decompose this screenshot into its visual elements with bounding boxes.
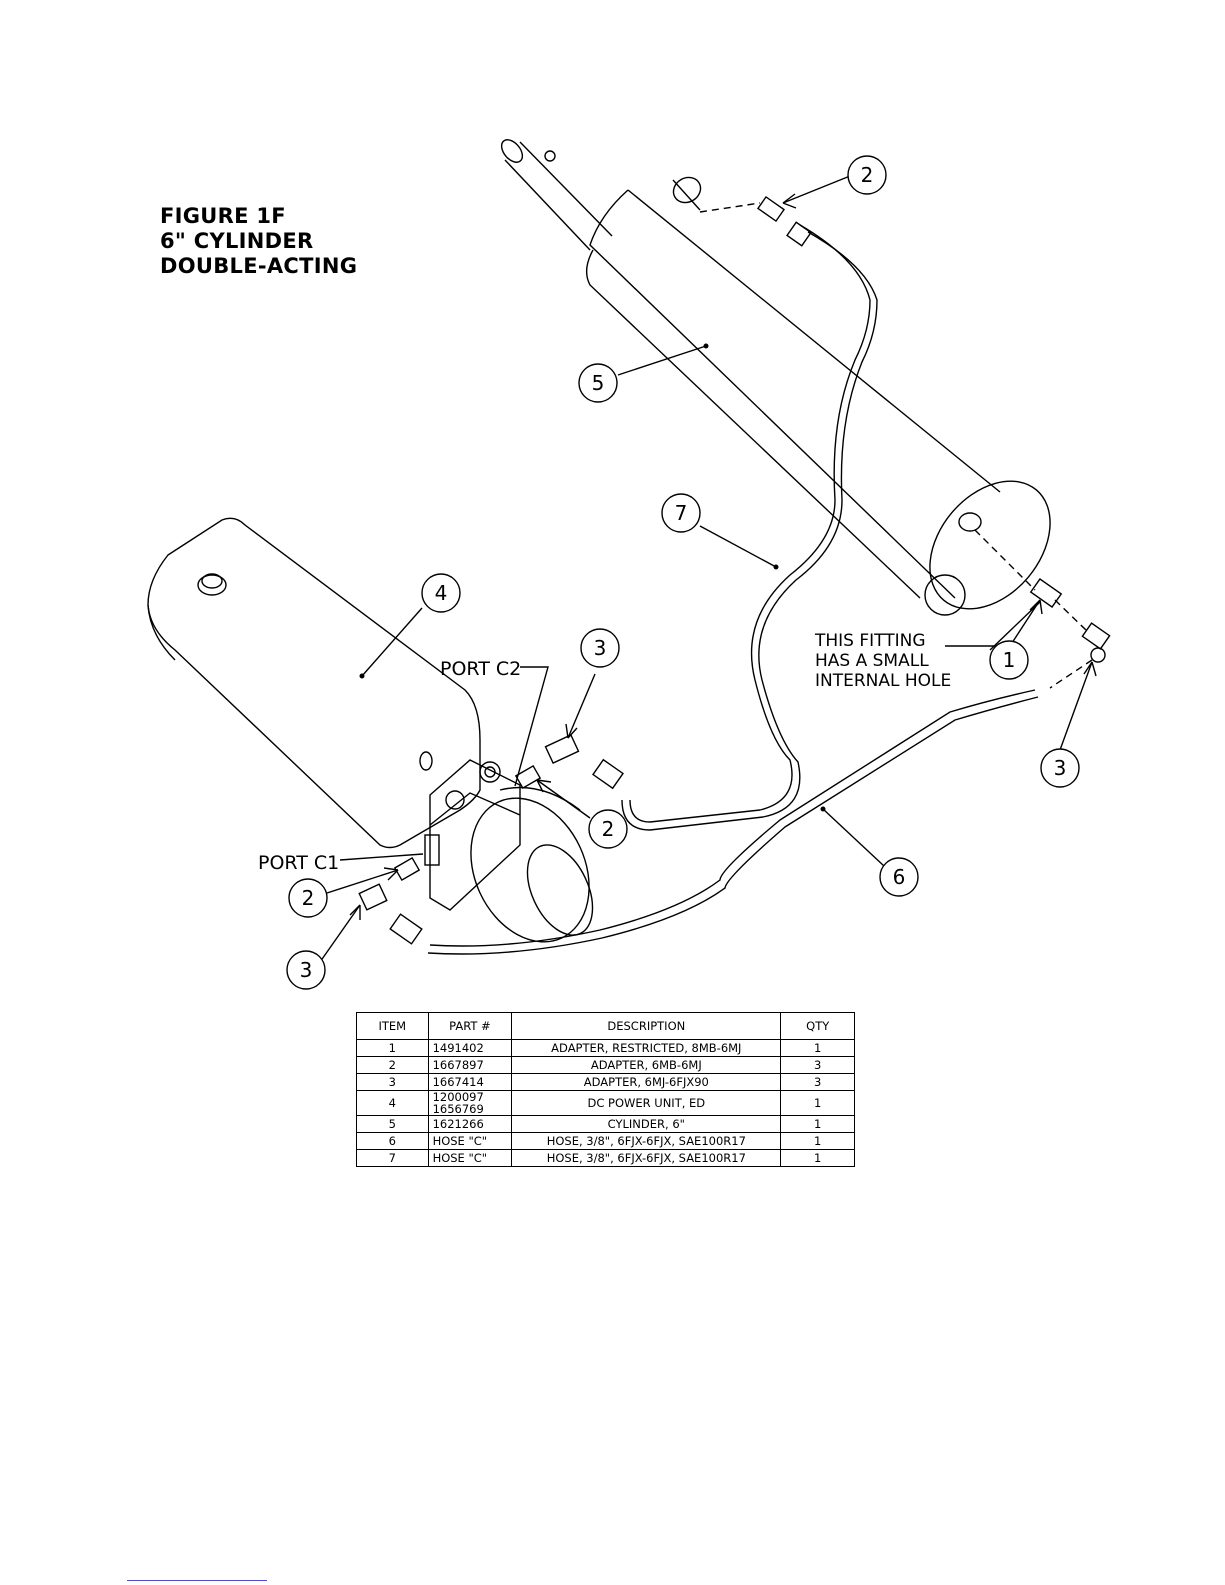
cell-part: 1491402 xyxy=(427,1039,513,1057)
fitting-elbow-3-right xyxy=(1081,622,1111,663)
cell-qty: 3 xyxy=(780,1056,855,1074)
leader-lines xyxy=(319,175,1097,963)
hose-7 xyxy=(621,224,878,831)
cell-description: ADAPTER, 6MJ-6FJX90 xyxy=(511,1073,782,1091)
cell-qty: 1 xyxy=(780,1149,855,1167)
fitting-note-line: THIS FITTING xyxy=(815,631,926,651)
fitting-top-2 xyxy=(756,195,812,247)
cell-item: 1 xyxy=(356,1039,429,1057)
callout-3-bottom: 3 xyxy=(300,958,313,982)
cell-item: 2 xyxy=(356,1056,429,1074)
callouts: 2 5 7 4 3 1 3 2 2 6 3 xyxy=(286,155,1080,990)
cell-item: 4 xyxy=(356,1090,429,1116)
figure-title: FIGURE 1F 6" CYLINDER DOUBLE-ACTING xyxy=(160,204,357,279)
callout-2-c1: 2 xyxy=(302,886,315,910)
fitting-note-line: HAS A SMALL xyxy=(815,651,929,671)
cell-description: DC POWER UNIT, ED xyxy=(511,1090,782,1116)
fitting-elbow-3-bottom xyxy=(358,883,423,945)
callout-2-c2: 2 xyxy=(602,817,615,841)
header-item: ITEM xyxy=(356,1012,429,1040)
callout-6: 6 xyxy=(893,865,906,889)
port-c2-label: PORT C2 xyxy=(440,658,521,680)
cell-qty: 1 xyxy=(780,1115,855,1133)
cell-description: ADAPTER, RESTRICTED, 8MB-6MJ xyxy=(511,1039,782,1057)
motor xyxy=(470,786,594,943)
header-qty: QTY xyxy=(780,1012,855,1040)
fitting-note: THIS FITTING HAS A SMALL INTERNAL HOLE xyxy=(815,631,951,691)
fitting-note-line: INTERNAL HOLE xyxy=(815,671,952,691)
valve-block xyxy=(424,759,521,911)
cell-part: 1667897 xyxy=(427,1056,513,1074)
callout-5: 5 xyxy=(592,371,605,395)
cell-item: 3 xyxy=(356,1073,429,1091)
header-description: DESCRIPTION xyxy=(511,1012,782,1040)
header-part: PART # xyxy=(427,1012,513,1040)
callout-7: 7 xyxy=(675,501,688,525)
cell-part: 1667414 xyxy=(427,1073,513,1091)
power-unit-tank xyxy=(147,517,481,849)
callout-1: 1 xyxy=(1003,648,1016,672)
parts-table-header: ITEM PART # DESCRIPTION QTY xyxy=(356,1012,855,1040)
cell-description: HOSE, 3/8", 6FJX-6FJX, SAE100R17 xyxy=(511,1149,782,1167)
cell-description: HOSE, 3/8", 6FJX-6FJX, SAE100R17 xyxy=(511,1132,782,1150)
callout-3-right: 3 xyxy=(1054,756,1067,780)
cell-part: HOSE "C" xyxy=(427,1149,513,1167)
cell-item: 7 xyxy=(356,1149,429,1167)
cell-qty: 1 xyxy=(780,1090,855,1116)
cell-part: 1621266 xyxy=(427,1115,513,1133)
callout-3-top: 3 xyxy=(594,636,607,660)
callout-2-top: 2 xyxy=(861,163,874,187)
footer-link-underline xyxy=(127,1580,267,1581)
cell-item: 5 xyxy=(356,1115,429,1133)
fitting-elbow-3-top xyxy=(544,733,624,790)
hydraulic-diagram: 2 5 7 4 3 1 3 2 2 6 3 PORT C2 PORT C1 xyxy=(147,139,1111,990)
port-c1-label: PORT C1 xyxy=(258,852,339,874)
figure-title-line: FIGURE 1F xyxy=(160,204,286,228)
cell-item: 6 xyxy=(356,1132,429,1150)
fitting-2-c2 xyxy=(514,764,542,790)
cell-qty: 1 xyxy=(780,1039,855,1057)
cell-qty: 3 xyxy=(780,1073,855,1091)
cell-part: HOSE "C" xyxy=(427,1132,513,1150)
figure-title-line: 6" CYLINDER xyxy=(160,229,314,253)
figure-title-line: DOUBLE-ACTING xyxy=(160,254,358,278)
cylinder xyxy=(500,139,1051,616)
cell-qty: 1 xyxy=(780,1132,855,1150)
cell-description: CYLINDER, 6" xyxy=(511,1115,782,1133)
callout-4: 4 xyxy=(435,581,448,605)
fitting-2-c1 xyxy=(393,856,421,882)
cell-part: 1200097 1656769 xyxy=(427,1090,513,1116)
fitting-restricted-1 xyxy=(1029,578,1063,608)
dashed-connectors xyxy=(699,202,1093,689)
cell-description: ADAPTER, 6MB-6MJ xyxy=(511,1056,782,1074)
